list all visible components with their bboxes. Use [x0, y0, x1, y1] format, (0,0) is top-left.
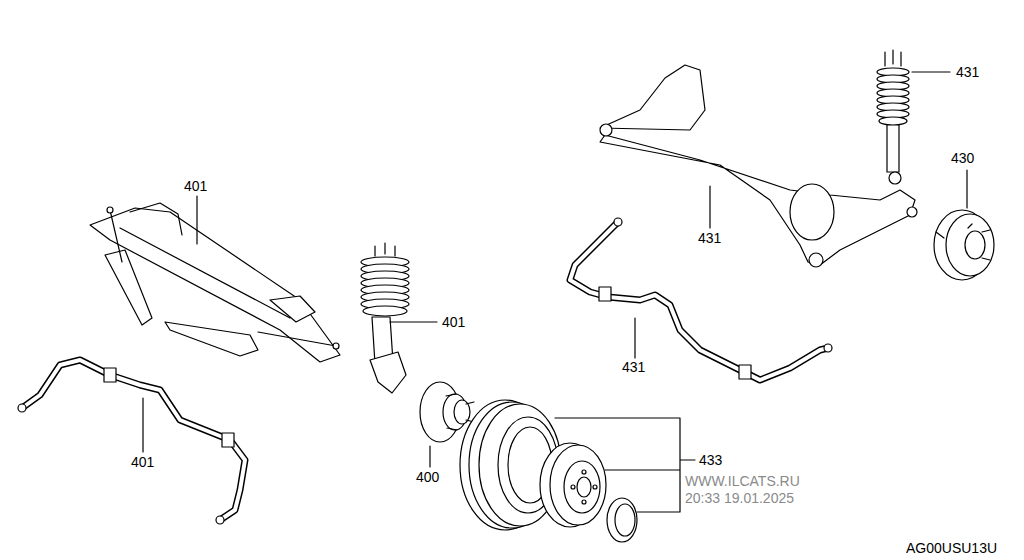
front-strut: [361, 243, 437, 393]
callout-number: 431: [621, 360, 646, 374]
front-crossmember: [90, 203, 340, 362]
callout-number: 433: [698, 453, 723, 467]
callout-number: 401: [441, 315, 466, 329]
watermark: WWW.ILCATS.RU: [684, 474, 801, 488]
front-stabilizer: [18, 360, 245, 524]
rear-stabilizer: [570, 218, 832, 380]
rear-brake-drum: [934, 170, 994, 280]
bracket: [555, 418, 695, 512]
callout-number: 401: [130, 455, 155, 469]
wheel-cap: [607, 498, 637, 542]
leader-line: [196, 196, 197, 244]
callout-number: 431: [697, 231, 722, 245]
rear-shock-absorber: [877, 50, 950, 184]
watermark-date: 20:33 19.01.2025: [684, 491, 795, 505]
callout-number: 430: [950, 151, 975, 165]
callout-number: 400: [415, 470, 440, 484]
rear-suspension-arm: [600, 65, 917, 267]
callout-number: 401: [183, 179, 208, 193]
wheel: [540, 443, 606, 527]
callout-number: 431: [955, 65, 980, 79]
diagram-code: AG00USU13U: [905, 541, 998, 555]
